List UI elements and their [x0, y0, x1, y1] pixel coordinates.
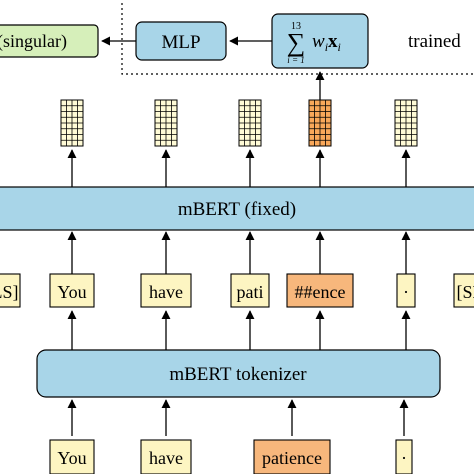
embedding-grid	[60, 99, 84, 147]
arrows-tokens-to-mbert	[67, 231, 411, 274]
sum-symbol: ∑	[287, 28, 306, 57]
mbert-fixed-box	[0, 186, 474, 231]
trained-region	[121, 0, 474, 75]
word-box: have	[140, 439, 192, 474]
embedding-grids	[60, 99, 418, 147]
mbert-fixed-label: mBERT (fixed)	[178, 199, 296, 220]
word-row: You have patience ·	[49, 439, 413, 474]
word-label: patience	[262, 448, 322, 468]
arrows-tokenizer-to-tokens	[67, 310, 411, 350]
trained-label: trained	[408, 31, 461, 52]
word-box: You	[49, 439, 95, 474]
token-label: [CLS]	[0, 282, 19, 302]
token-label: pati	[237, 282, 264, 302]
tokenizer-label: mBERT tokenizer	[169, 364, 307, 385]
token-box: [CLS]	[0, 273, 21, 308]
sum-body: wixi	[312, 31, 341, 54]
output-label: P(singular)	[0, 31, 67, 52]
token-label: ##ence	[295, 282, 346, 302]
token-row: [CLS] You have pati ##ence · [SEP]	[0, 273, 474, 308]
token-label: You	[57, 282, 86, 302]
sum-upper-limit: 13	[291, 21, 301, 32]
word-box: patience	[253, 439, 331, 474]
embedding-grid	[308, 99, 332, 147]
tokenizer-box	[36, 349, 441, 398]
token-label: have	[149, 282, 183, 302]
word-label: have	[149, 448, 183, 468]
token-label: [SEP]	[456, 282, 474, 302]
arrows-words-to-tokenizer	[67, 399, 409, 436]
mlp-label: MLP	[161, 32, 200, 53]
word-label: You	[57, 448, 86, 468]
output-box	[0, 24, 99, 58]
sum-lower-limit: i = 1	[287, 55, 305, 65]
token-label: ·	[403, 282, 409, 302]
token-box: ·	[396, 273, 416, 308]
embedding-grid	[154, 99, 178, 147]
embedding-grid	[238, 99, 262, 147]
arrows-mbert-to-grids	[67, 149, 411, 187]
token-box: [SEP]	[453, 273, 474, 308]
output-label-rest: (singular)	[0, 31, 67, 52]
embedding-grid	[394, 99, 418, 147]
token-box: have	[140, 273, 192, 308]
word-box: ·	[395, 439, 413, 474]
token-box: pati	[230, 273, 270, 308]
token-box: ##ence	[286, 273, 354, 308]
word-label: ·	[401, 448, 407, 468]
token-box: You	[49, 273, 95, 308]
